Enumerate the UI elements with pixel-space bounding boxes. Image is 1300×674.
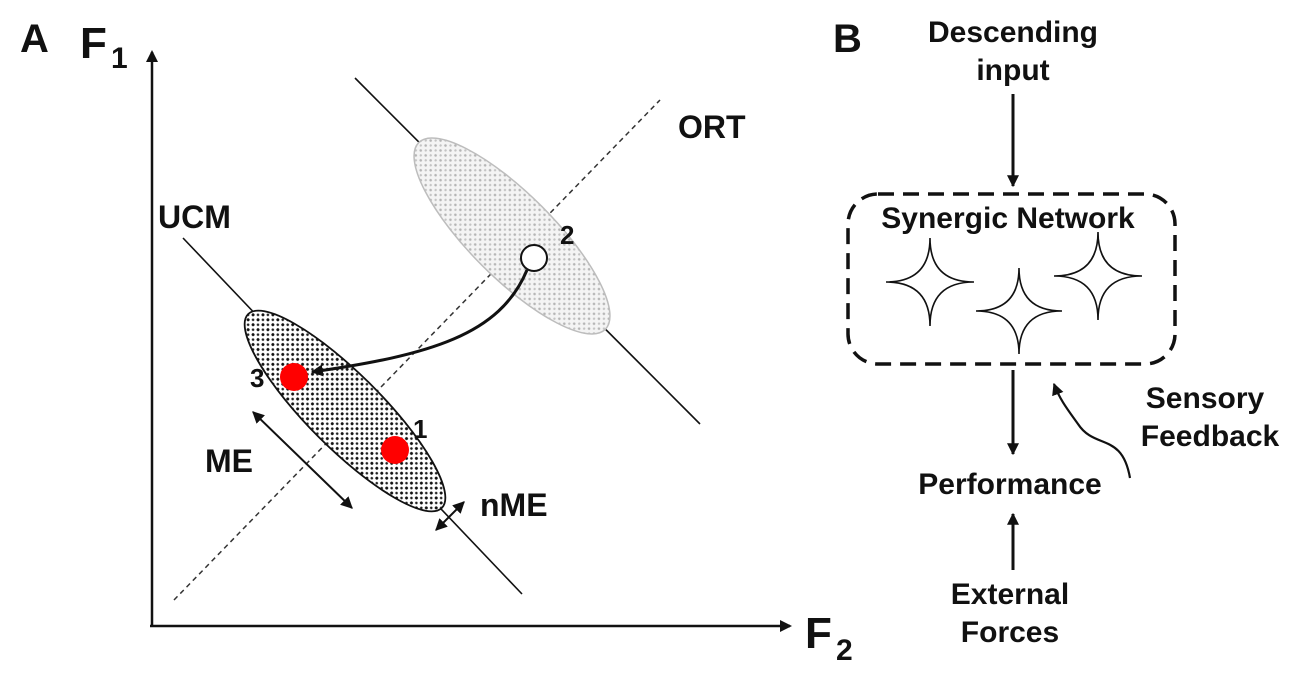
performance-label: Performance	[918, 468, 1101, 501]
panel-a-label: A	[20, 17, 49, 61]
x-axis-label-main: F	[805, 609, 832, 658]
point-3-label: 3	[250, 363, 264, 393]
panel-b: B Descending input Synergic Network Perf…	[833, 16, 1280, 649]
external-forces-line1: External	[951, 578, 1069, 611]
shift-arrow	[310, 269, 529, 377]
synergic-network-label: Synergic Network	[881, 202, 1135, 235]
ucm-label: UCM	[158, 199, 231, 235]
external-forces-line2: Forces	[961, 616, 1059, 649]
me-arrow	[252, 411, 353, 509]
x-axis-label: F 2	[805, 609, 853, 667]
sensory-feedback-arrow	[1052, 382, 1132, 479]
ort-line	[173, 99, 661, 601]
panel-a: A F 1 F 2 ORT UCM 2 3	[20, 17, 853, 667]
point-1-label: 1	[413, 414, 427, 444]
nme-label: nME	[480, 487, 548, 523]
star-middle	[975, 267, 1063, 355]
point-1	[381, 436, 409, 464]
sensory-feedback-line2: Feedback	[1141, 420, 1280, 453]
descending-input-line2: input	[976, 54, 1049, 87]
light-ellipse	[413, 137, 611, 335]
y-axis-label-sub: 1	[111, 42, 128, 75]
point-3	[280, 363, 308, 391]
nme-arrow	[435, 501, 465, 531]
me-label: ME	[205, 443, 253, 479]
descending-input-line1: Descending	[928, 16, 1098, 49]
x-axis-label-sub: 2	[836, 634, 853, 667]
ort-label: ORT	[678, 109, 746, 145]
y-axis-label: F 1	[80, 19, 128, 75]
synergic-network-box	[846, 192, 1177, 366]
star-right	[1053, 231, 1143, 321]
star-left	[885, 237, 975, 327]
y-axis-label-main: F	[80, 19, 107, 68]
panel-b-label: B	[833, 17, 862, 61]
dark-ellipse	[243, 309, 447, 513]
point-2	[520, 244, 548, 272]
point-2-label: 2	[560, 220, 574, 250]
sensory-feedback-line1: Sensory	[1146, 382, 1265, 415]
